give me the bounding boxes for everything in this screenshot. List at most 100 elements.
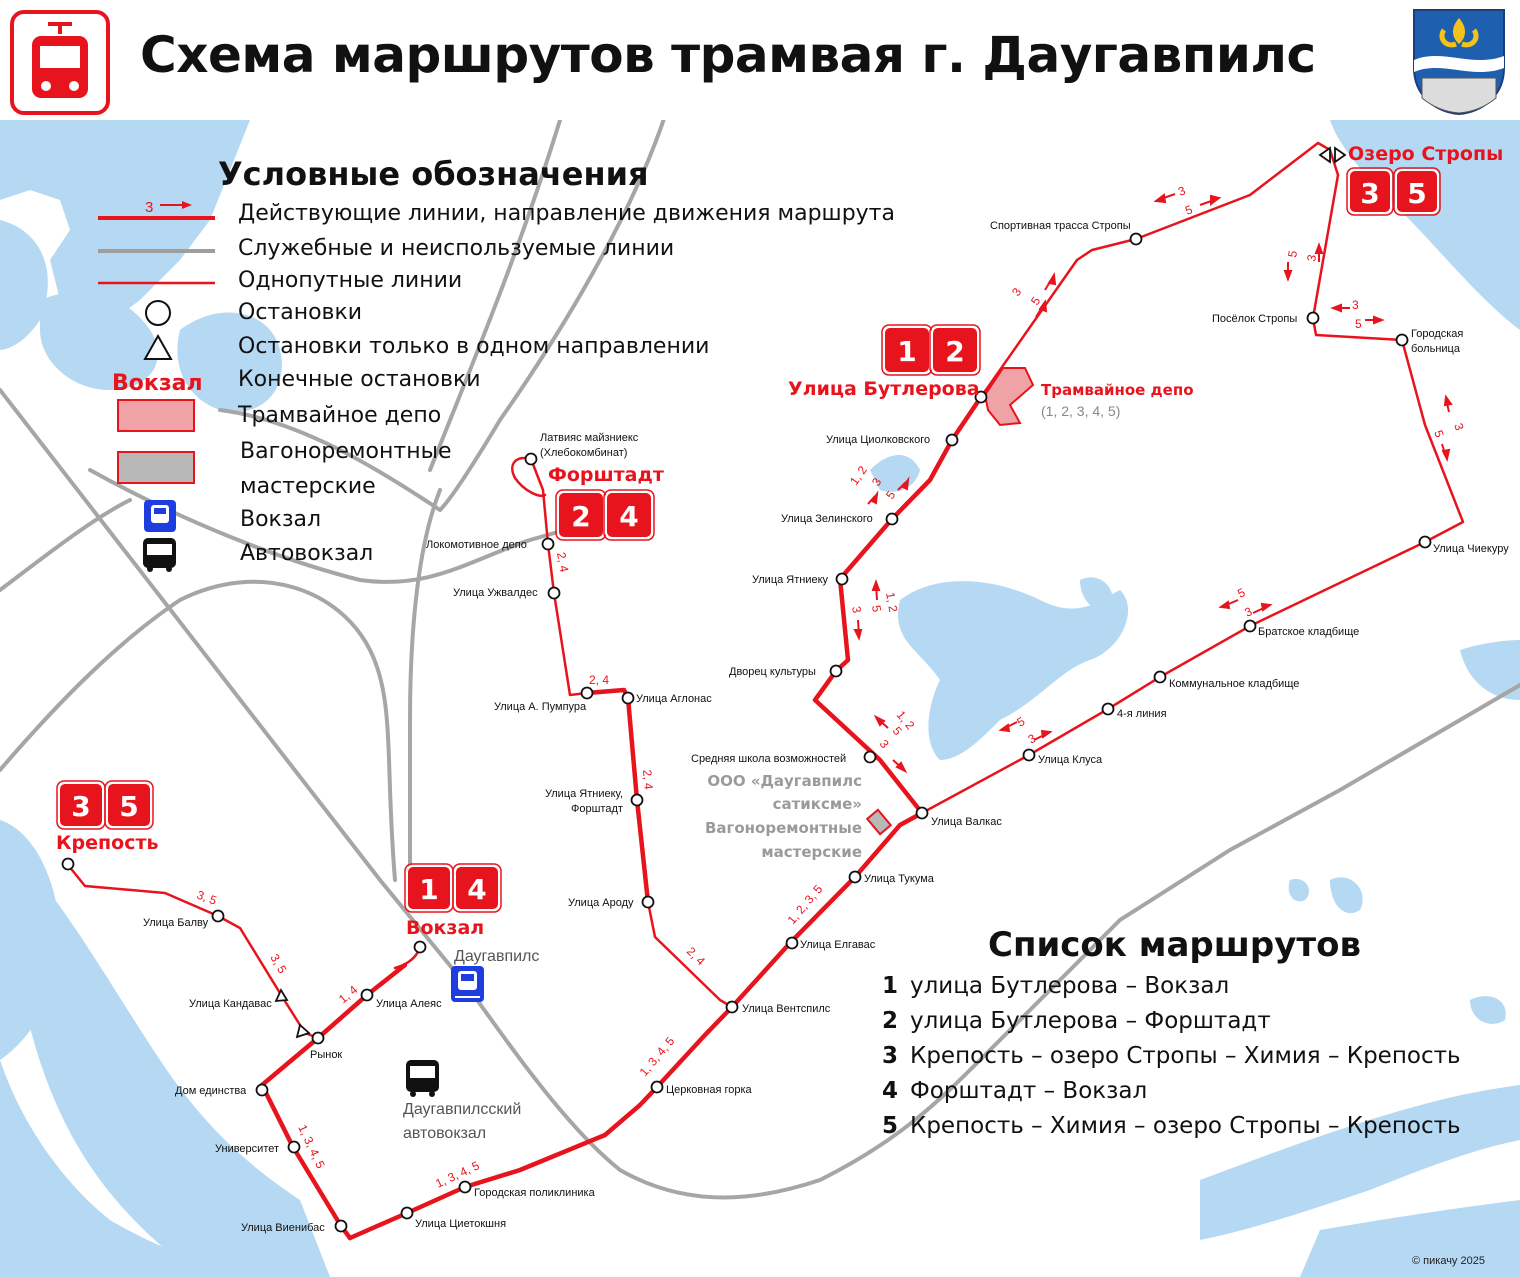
stop-marker[interactable]: [1306, 311, 1320, 325]
routes-list-title: Список маршрутов: [988, 925, 1361, 965]
stop-label: Дом единства: [175, 1085, 247, 1097]
depot-routes: (1, 2, 3, 4, 5): [1041, 403, 1120, 419]
stop-label: Улица Ароду: [568, 897, 634, 909]
stop-marker[interactable]: [255, 1083, 269, 1097]
route-tag: 5: [1183, 202, 1194, 218]
page-title: Схема маршрутов трамвая г. Даугавпилс: [140, 26, 1316, 84]
stop-label: Улица Алеяс: [376, 998, 442, 1010]
svg-text:3: 3: [145, 199, 153, 216]
bus-station-icon: [406, 1060, 439, 1097]
route-tag: 5: [869, 604, 884, 613]
stop-marker[interactable]: [974, 390, 988, 404]
stop-marker[interactable]: [785, 936, 799, 950]
stop-label: Улица Аглонас: [636, 693, 712, 705]
one-way-stop-marker[interactable]: [295, 1023, 311, 1039]
legend-item: Действующие линии, направление движения …: [238, 201, 895, 226]
stop-marker[interactable]: [400, 1206, 414, 1220]
stop-label: Улица Клуса: [1038, 754, 1103, 766]
direction-arrows: [853, 193, 1453, 774]
stop-label: Улица Кандавас: [189, 998, 272, 1010]
legend-item: Остановки только в одном направлении: [238, 334, 710, 359]
legend-symbols: 3 Вокзал: [98, 199, 215, 572]
route-tag: 5: [1015, 714, 1028, 730]
tram-depot[interactable]: [983, 367, 1035, 427]
stop-label: Средняя школа возможностей: [691, 753, 846, 765]
one-way-stop-marker[interactable]: [1334, 146, 1347, 164]
stop-label: 4-я линия: [1117, 708, 1167, 720]
route-tag: 3: [877, 737, 892, 751]
stop-marker[interactable]: [1022, 748, 1036, 762]
legend-item: Автовокзал: [240, 541, 374, 566]
stop-marker[interactable]: [650, 1080, 664, 1094]
water-bodies: [0, 120, 1520, 1277]
stop-marker[interactable]: [848, 870, 862, 884]
svg-text:Вагоноремонтные: Вагоноремонтные: [705, 819, 862, 837]
legend-item: Однопутные линии: [238, 268, 463, 293]
stop-marker[interactable]: [863, 750, 877, 764]
legend-item: Трамвайное депо: [238, 403, 442, 428]
route-tag: 3: [1304, 253, 1319, 262]
stop-marker[interactable]: [630, 793, 644, 807]
badge-number: 3: [1360, 177, 1379, 210]
stop-marker[interactable]: [458, 1180, 472, 1194]
stop-marker[interactable]: [725, 1000, 739, 1014]
badge-stropy: 3 5: [1346, 167, 1441, 216]
stop-marker[interactable]: [885, 512, 899, 526]
badge-number: 1: [897, 335, 916, 368]
repair-workshop[interactable]: [865, 808, 893, 836]
route-tag: 5: [1431, 428, 1447, 439]
stop-label: Городская: [1411, 328, 1463, 340]
stop-marker[interactable]: [211, 909, 225, 923]
one-way-stop-marker[interactable]: [274, 988, 289, 1003]
stop-label: Дворец культуры: [729, 666, 816, 678]
one-way-stop-marker[interactable]: [1318, 146, 1331, 164]
route-tag: 5: [1285, 249, 1300, 258]
stops: [61, 146, 1432, 1233]
stop-marker[interactable]: [829, 664, 843, 678]
stop-marker[interactable]: [580, 686, 594, 700]
route-tag: 1, 2: [883, 591, 900, 613]
stop-label: Посёлок Стропы: [1212, 313, 1297, 325]
stop-marker[interactable]: [621, 691, 635, 705]
stop-marker[interactable]: [1153, 670, 1167, 684]
stop-marker[interactable]: [1243, 619, 1257, 633]
stop-marker[interactable]: [413, 940, 427, 954]
stop-marker[interactable]: [524, 452, 538, 466]
stop-label: больница: [1411, 343, 1461, 355]
stop-label: Улица А. Пумпура: [494, 701, 587, 713]
route-badges: 1 2 2 4 3 5 3 5: [56, 167, 1441, 913]
stop-marker[interactable]: [311, 1031, 325, 1045]
stop-label: Улица Циолковского: [826, 434, 930, 446]
stop-marker[interactable]: [287, 1140, 301, 1154]
stop-label: Улица Циетокшня: [415, 1218, 506, 1230]
stop-marker[interactable]: [360, 988, 374, 1002]
stop-marker[interactable]: [61, 857, 75, 871]
stop-label: Братское кладбище: [1258, 626, 1359, 638]
stop-marker[interactable]: [547, 586, 561, 600]
stop-marker[interactable]: [541, 537, 555, 551]
stop-labels: Спортивная трасса Стропы Посёлок Стропы …: [143, 220, 1509, 1234]
stop-marker[interactable]: [1129, 232, 1143, 246]
route-tag: 1, 2: [847, 463, 870, 488]
stop-marker[interactable]: [915, 806, 929, 820]
stop-label: Улица Балву: [143, 917, 209, 929]
badge-number: 3: [71, 790, 90, 823]
route-tag: 3, 5: [195, 888, 219, 908]
stop-marker[interactable]: [1418, 535, 1432, 549]
stop-label: Локомотивное депо: [426, 539, 527, 551]
stop-marker[interactable]: [1395, 333, 1409, 347]
stop-label: Улица Виенибас: [241, 1222, 325, 1234]
stop-label: Улица Чиекуру: [1433, 543, 1509, 555]
stop-marker[interactable]: [641, 895, 655, 909]
coat-of-arms-icon: [1413, 9, 1505, 116]
route-tag: 5: [1355, 317, 1362, 331]
route-tag: 2, 4: [684, 944, 708, 968]
stop-marker[interactable]: [835, 572, 849, 586]
stop-marker[interactable]: [945, 433, 959, 447]
legend-item: Вокзал: [240, 507, 322, 532]
stop-marker[interactable]: [334, 1219, 348, 1233]
stop-marker[interactable]: [1101, 702, 1115, 716]
